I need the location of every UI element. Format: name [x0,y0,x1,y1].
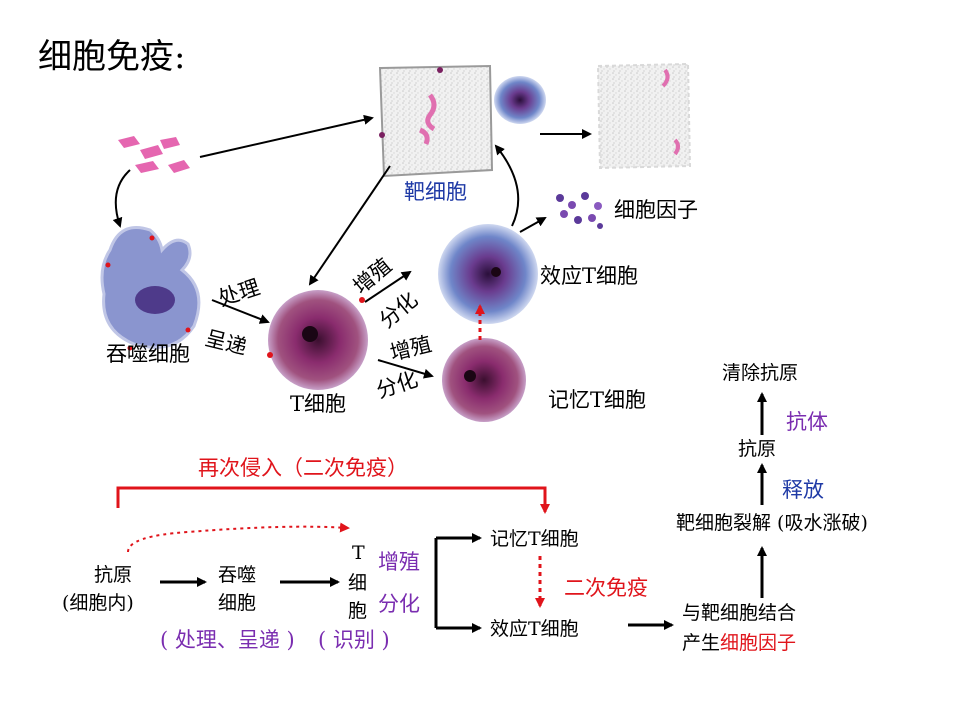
label-phagocyte-bottom-1: 吞噬 [218,564,257,586]
label-target-cell: 靶细胞 [404,180,467,204]
label-memory-t-bottom: 记忆T细胞 [490,528,579,550]
phagocyte-image [100,226,201,351]
label-proliferate-bottom: 增殖 [378,550,420,574]
label-phagocyte: 吞噬细胞 [106,342,190,366]
arrow-effector-to-target [494,144,520,227]
arrow-tcell-to-effector [364,270,412,303]
small-effector-cell-image [494,76,546,124]
label-antigen-right: 抗原 [738,438,777,460]
label-release: 释放 [782,478,824,502]
label-antibody: 抗体 [786,410,828,434]
label-bind-2-cytokine: 细胞因子 [720,632,797,654]
dotted-antigen-to-t [127,522,350,553]
label-antigen-in-cell: (细胞内) [62,592,134,614]
label-recognize: ( 识别 ) [318,628,390,652]
target-cell-image [378,64,494,178]
reinvade-bracket [116,486,550,514]
label-effector-t-bottom: 效应T细胞 [490,618,579,640]
label-phagocyte-bottom-2: 细胞 [218,592,257,614]
page-title: 细胞免疫: [38,37,186,77]
arrow-antigen-to-target [199,114,374,158]
arrow-tcell-to-memory [377,359,434,379]
arrow-phagocyte-to-tcell [211,299,270,324]
label-effector-t: 效应T细胞 [540,264,639,288]
cytokine-image [552,190,606,229]
effector-t-cell-image [438,224,538,324]
antigen-cluster-image [118,136,190,173]
label-differentiate-bottom: 分化 [378,592,420,616]
arrow-effector-to-cytokine [519,217,547,233]
arrow-antigen-to-phagocyte [112,169,131,228]
memory-t-cell-image [442,338,526,422]
label-t-bottom-1: T [352,542,365,564]
label-memory-t: 记忆T细胞 [548,388,647,412]
label-process-present: ( 处理、呈递 ) [160,628,295,652]
label-lysis: 靶细胞裂解 (吸水涨破) [676,512,868,534]
label-secondary-immunity: 二次免疫 [564,576,648,600]
label-bind-2: 产生细胞因子 [682,634,796,653]
label-bind-2-prefix: 产生 [682,632,721,654]
label-t-bottom-2: 细 [348,572,368,594]
label-t-cell: T细胞 [290,392,347,416]
t-cell-image [267,290,368,390]
label-cytokine: 细胞因子 [614,198,698,222]
label-t-bottom-3: 胞 [348,600,368,622]
arrow-target-to-tcell [308,165,391,286]
label-clear-antigen: 清除抗原 [722,362,799,384]
label-antigen-bottom: 抗原 [94,564,133,586]
lysed-target-cell-image [596,62,692,170]
label-bind-1: 与靶细胞结合 [682,602,797,624]
label-reinvade: 再次侵入（二次免疫） [198,456,408,480]
